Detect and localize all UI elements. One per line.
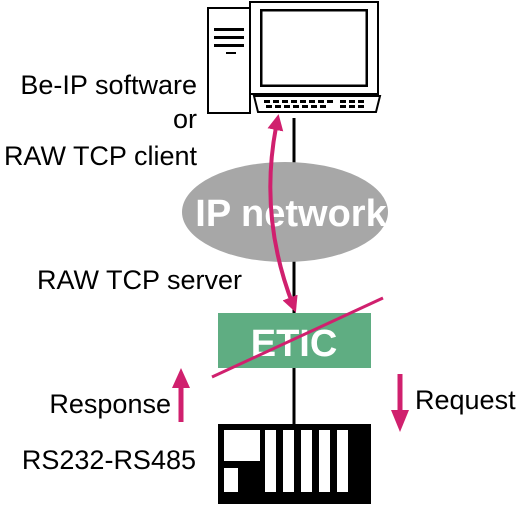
server-label: RAW TCP server: [37, 265, 242, 295]
response-label: Response: [49, 389, 171, 419]
etic-device: ETIC: [211, 296, 384, 379]
plc-rack-icon: [218, 424, 371, 504]
crossed-out-line: [211, 296, 384, 379]
desktop-computer-icon: [207, 1, 382, 114]
ip-network-label: IP network: [195, 193, 387, 235]
response-up-arrow-icon: [172, 368, 190, 422]
serial-label: RS232-RS485: [22, 445, 196, 475]
etic-label: ETIC: [251, 323, 338, 365]
software-label-line3: RAW TCP client: [4, 141, 198, 171]
bidirectional-arrow: [267, 114, 298, 313]
software-label-line1: Be-IP software: [20, 70, 197, 100]
software-label-line2: or: [173, 104, 197, 134]
request-label: Request: [415, 385, 516, 415]
request-down-arrow-icon: [391, 374, 409, 432]
